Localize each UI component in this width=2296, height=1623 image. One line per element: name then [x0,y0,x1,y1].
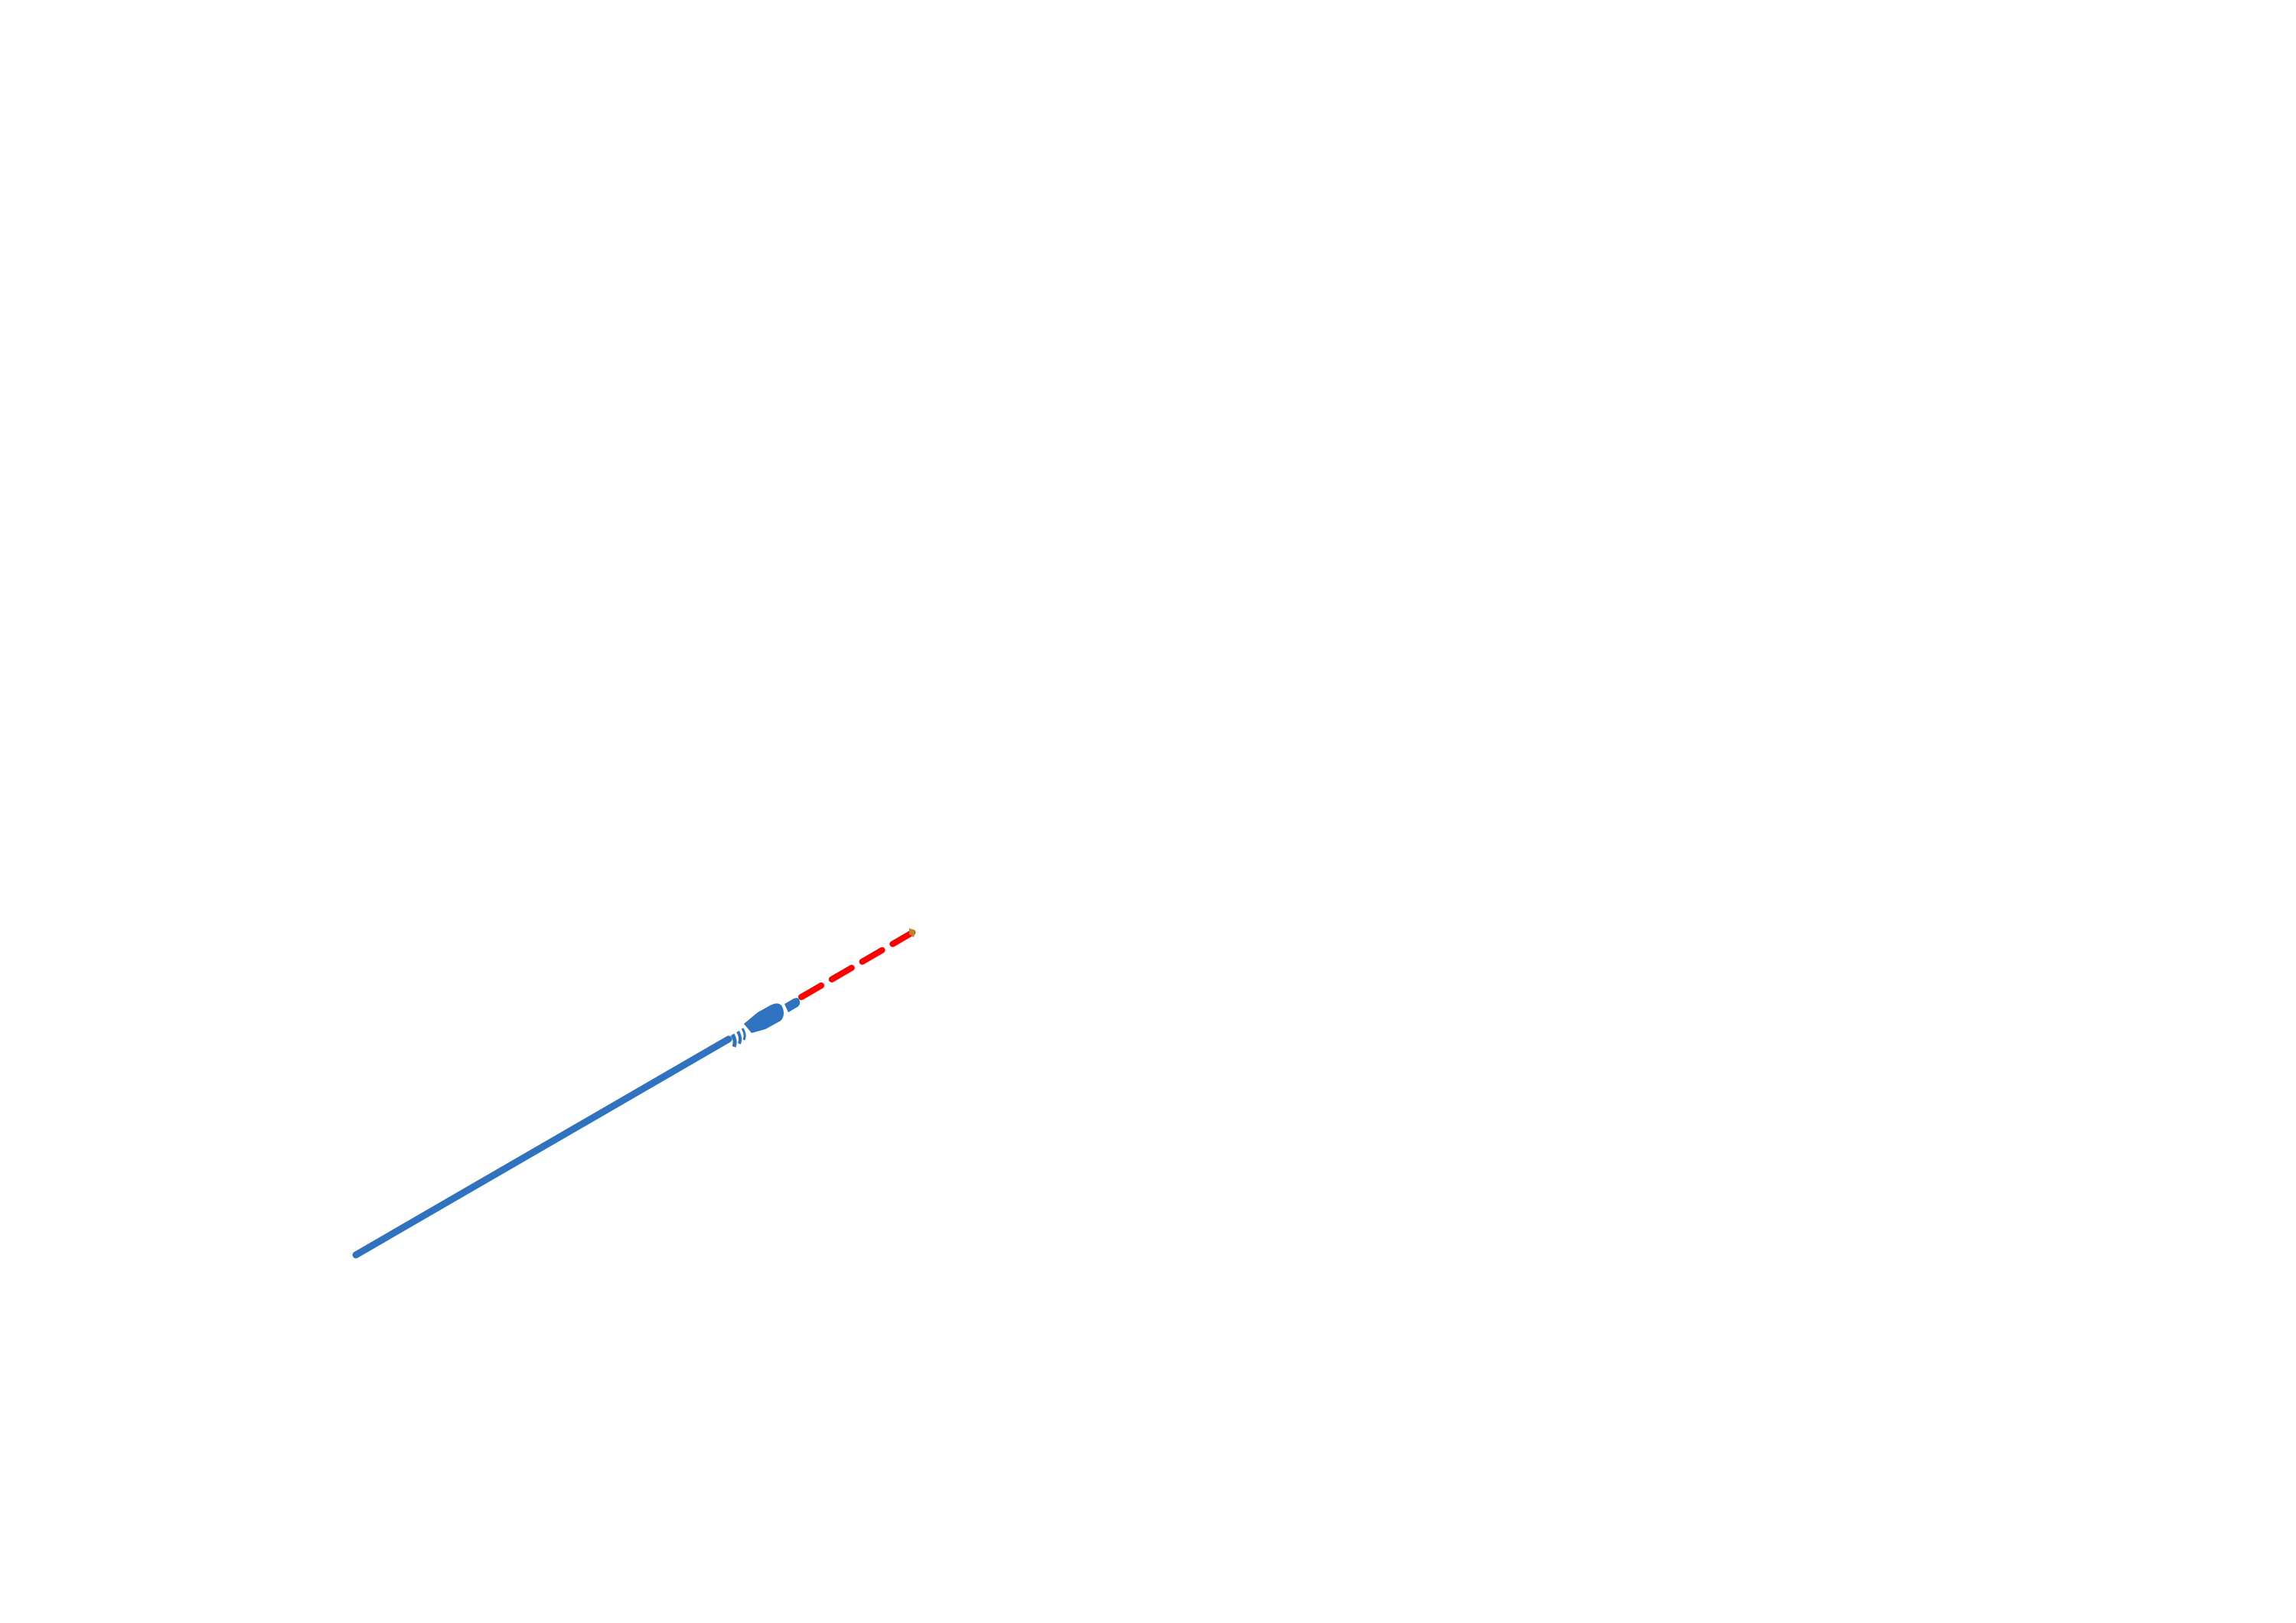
connector-ferrule [784,998,801,1012]
cable-line [352,1035,732,1259]
laser-beam [798,928,918,1000]
cable-strain-relief-ring-1 [730,1033,737,1048]
cable-strain-relief-ring-3 [741,1028,746,1041]
cable-strain-relief-ring-2 [736,1030,742,1045]
connector-body [744,1003,784,1033]
cable [352,998,801,1259]
laser-tip-spark [909,928,915,937]
